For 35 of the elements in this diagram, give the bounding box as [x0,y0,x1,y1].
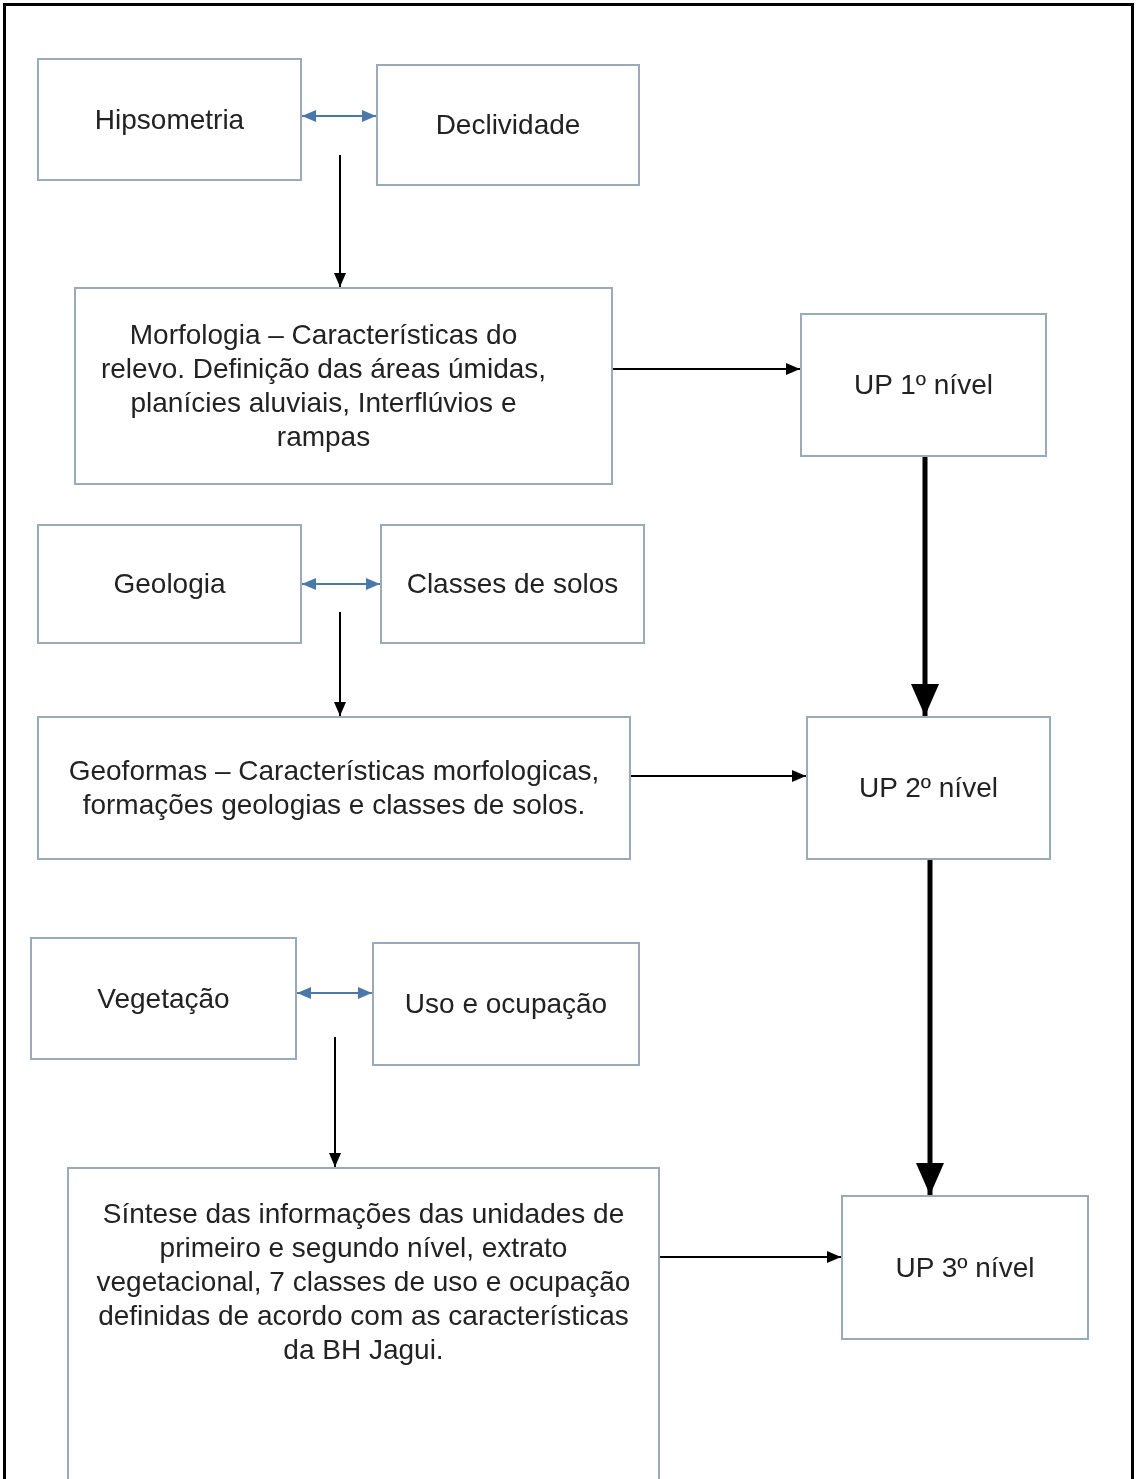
box-text: UP 1º nível [854,368,993,402]
box-text: Geologia [113,567,226,601]
process-box [30,937,297,1060]
box-text: Geoformas – Características morfologicas, formações geologias e classes de solos. [67,754,601,822]
process-box [67,1167,660,1479]
box-text: Classes de solos [406,567,619,601]
arrow [301,110,377,122]
arrow [916,860,944,1195]
process-box [806,716,1051,860]
process-box [841,1195,1089,1340]
box-text: UP 3º nível [895,1250,1035,1285]
arrow [296,987,373,999]
process-box [800,313,1047,457]
box-text: Declividade [435,108,581,142]
process-box [37,716,631,860]
process-box [376,64,640,186]
arrow [612,363,801,375]
process-box [37,524,302,644]
arrow [659,1251,842,1263]
arrow [630,770,807,782]
arrow [911,457,939,716]
process-box [74,287,613,485]
arrow [334,611,346,717]
box-text: Uso e ocupação [404,987,608,1021]
process-box [380,524,645,644]
box-text: Síntese das informações das unidades de primeiro e segundo nível, extrato vegetacional, 7 classes de uso e ocupação definidas de acordo com as características da BH Jagui. [95,1197,632,1367]
box-text: UP 2º nível [859,771,998,805]
process-box [372,942,640,1066]
box-text: Hipsometria [94,102,245,137]
box-text: Vegetação [97,981,230,1016]
arrow [334,154,346,288]
arrow [329,1036,341,1168]
box-text: Morfologia – Características do relevo. Definição das áreas úmidas, planícies aluviais, Interflúvios e rampas [99,318,548,454]
process-box [37,58,302,181]
arrow [301,578,381,590]
